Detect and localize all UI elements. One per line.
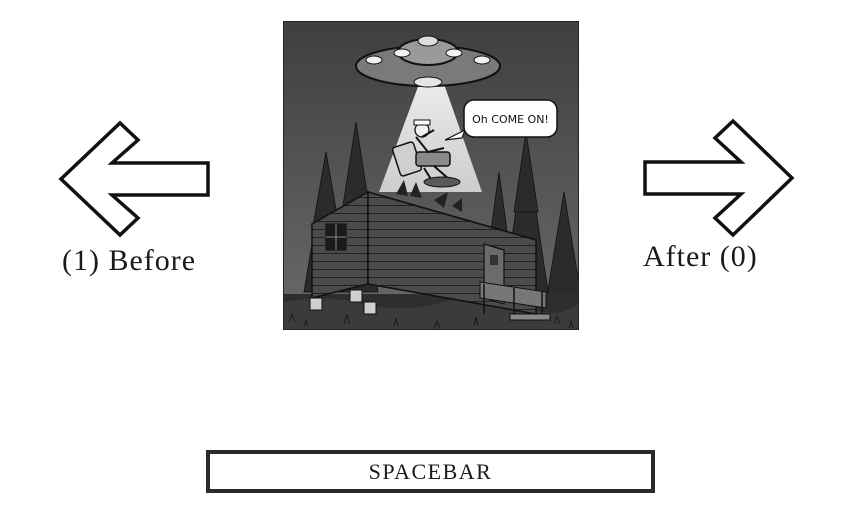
next-arrow-button[interactable] <box>641 118 795 238</box>
speech-bubble: Oh COME ON! <box>444 99 558 141</box>
grass <box>288 312 574 329</box>
spacebar-button[interactable]: SPACEBAR <box>206 450 655 493</box>
arrow-left-icon <box>58 120 210 238</box>
comic-panel: Oh COME ON! <box>283 21 579 330</box>
abducted-man <box>391 119 461 188</box>
previous-arrow-button[interactable] <box>58 120 212 238</box>
arrow-right-icon <box>643 118 795 238</box>
before-label[interactable]: (1) Before <box>62 244 197 277</box>
roof-debris <box>396 180 462 212</box>
spacebar-label: SPACEBAR <box>368 458 493 484</box>
mobile-home <box>309 190 551 321</box>
speech-bubble-text: Oh COME ON! <box>472 113 549 126</box>
ufo <box>355 35 501 88</box>
after-label[interactable]: After (0) <box>643 240 758 273</box>
comic-illustration: Oh COME ON! <box>284 22 578 329</box>
